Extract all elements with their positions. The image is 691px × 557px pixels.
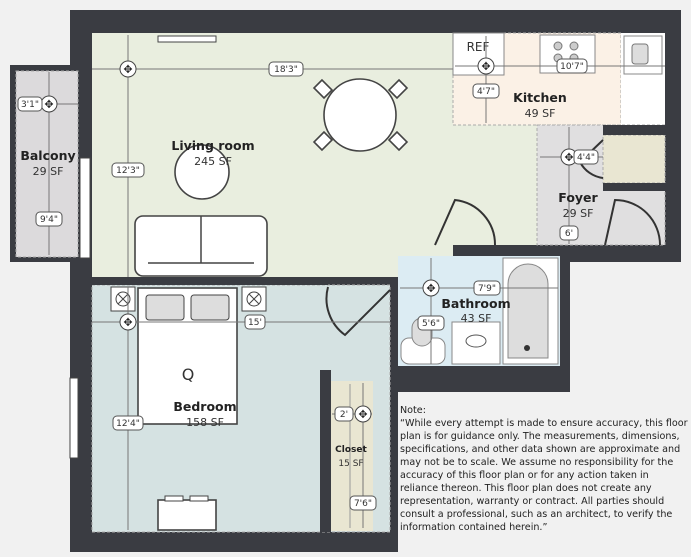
dim-balcony-depth: 9'4" (40, 215, 58, 225)
svg-text:✥: ✥ (426, 282, 435, 295)
closet-area: 15 SF (338, 459, 363, 469)
kitchen-area: 49 SF (525, 107, 556, 120)
window-bedroom (69, 377, 79, 459)
svg-text:✥: ✥ (564, 151, 573, 164)
move-handle-icon (119, 60, 137, 78)
nightstand-left (110, 286, 136, 312)
dim-bathroom-depth: 5'6" (422, 319, 440, 329)
move-handle-icon (119, 313, 137, 331)
dim-foyer-width: 4'4" (577, 153, 595, 163)
foyer-area: 29 SF (563, 207, 594, 220)
svg-text:✥: ✥ (123, 316, 132, 329)
bathroom-vanity (451, 321, 501, 365)
living-room-name: Living room (171, 138, 254, 153)
dim-living-depth: 12'3" (116, 166, 140, 176)
dim-kitchen-width: 10'7" (560, 62, 584, 72)
move-handle-icon (422, 279, 440, 297)
window-top (157, 35, 217, 43)
dim-bedroom-depth: 12'4" (116, 419, 140, 429)
queen-bed: Q (137, 287, 238, 425)
note-title: Note: (400, 405, 426, 416)
dim-closet-depth: 7'6" (354, 499, 372, 509)
dim-balcony-width: 3'1" (21, 100, 39, 110)
dim-bedroom-width: 15' (248, 318, 262, 328)
dimension-labels: 18'3" 12'3" 3'1" 9'4" 10'7" 4'7" 4'4" 6'… (17, 58, 599, 511)
side-table (174, 144, 230, 200)
note-panel (398, 392, 691, 557)
move-handles[interactable] (40, 57, 578, 423)
closet-name: Closet (335, 445, 367, 455)
sofa (134, 215, 268, 277)
move-handle-icon (477, 57, 495, 75)
dim-closet-width: 2' (340, 410, 348, 420)
bedroom-area: 158 SF (186, 416, 224, 429)
dim-bathroom-width: 7'9" (478, 284, 496, 294)
kitchen-name: Kitchen (513, 90, 567, 105)
foyer-closet (602, 134, 666, 184)
disclaimer-note: Note: “While every attempt is made to en… (400, 404, 688, 534)
svg-text:✥: ✥ (123, 63, 132, 76)
dining-table (312, 78, 409, 152)
dim-foyer-depth: 6' (565, 229, 573, 239)
living-room-floor-2 (453, 125, 537, 245)
balcony-name: Balcony (20, 148, 75, 163)
balcony-area: 29 SF (33, 165, 64, 178)
nightstand-right (241, 286, 267, 312)
room-labels: Living room 245 SF Balcony 29 SF Kitchen… (20, 90, 598, 469)
move-handle-glyphs: ✥ ✥ ✥ ✥ ✥ ✥ ✥ (44, 60, 573, 421)
note-text: “While every attempt is made to ensure a… (400, 418, 688, 533)
dim-kitchen-depth: 4'7" (477, 87, 495, 97)
kitchen-sink (623, 35, 663, 75)
foyer-name: Foyer (558, 190, 598, 205)
bathroom-area: 43 SF (461, 312, 492, 325)
bathroom-name: Bathroom (441, 296, 510, 311)
svg-text:✥: ✥ (358, 408, 367, 421)
move-handle-icon (354, 405, 372, 423)
living-room-area: 245 SF (194, 155, 232, 168)
dresser (157, 495, 217, 531)
bedroom-name: Bedroom (173, 399, 236, 414)
refrigerator-label: REF (467, 40, 490, 54)
bed-size-label: Q (182, 365, 195, 384)
page-margin (570, 262, 691, 392)
svg-text:✥: ✥ (44, 98, 53, 111)
bathtub (502, 257, 559, 365)
dim-living-width: 18'3" (274, 65, 298, 75)
svg-text:✥: ✥ (481, 60, 490, 73)
window-balcony (79, 157, 91, 259)
